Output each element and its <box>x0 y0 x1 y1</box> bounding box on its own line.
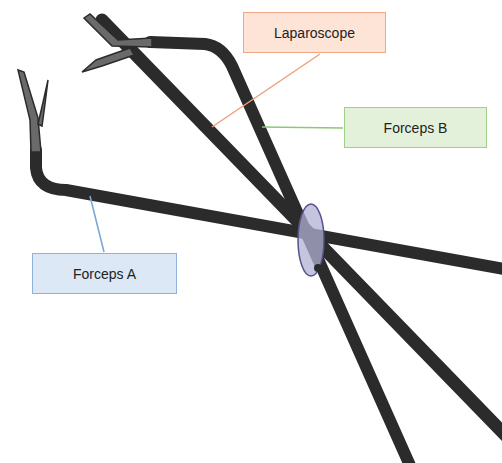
callout-box: Laparoscope <box>243 12 386 53</box>
port-hole <box>314 264 322 272</box>
leader-line <box>212 54 320 127</box>
forceps-b-jaws <box>82 14 152 72</box>
callout-label: Forceps A <box>73 266 136 282</box>
callout-box: Forceps B <box>344 107 487 148</box>
forceps-a-shaft <box>36 150 502 270</box>
leader-line <box>262 127 343 128</box>
callout-label: Laparoscope <box>274 25 355 41</box>
forceps-a-jaws <box>18 70 48 152</box>
trocar-port-disc <box>298 204 324 276</box>
callout-box: Forceps A <box>32 253 177 294</box>
callout-label: Forceps B <box>384 120 448 136</box>
laparoscope-shaft <box>102 20 502 440</box>
leader-line <box>90 196 104 252</box>
